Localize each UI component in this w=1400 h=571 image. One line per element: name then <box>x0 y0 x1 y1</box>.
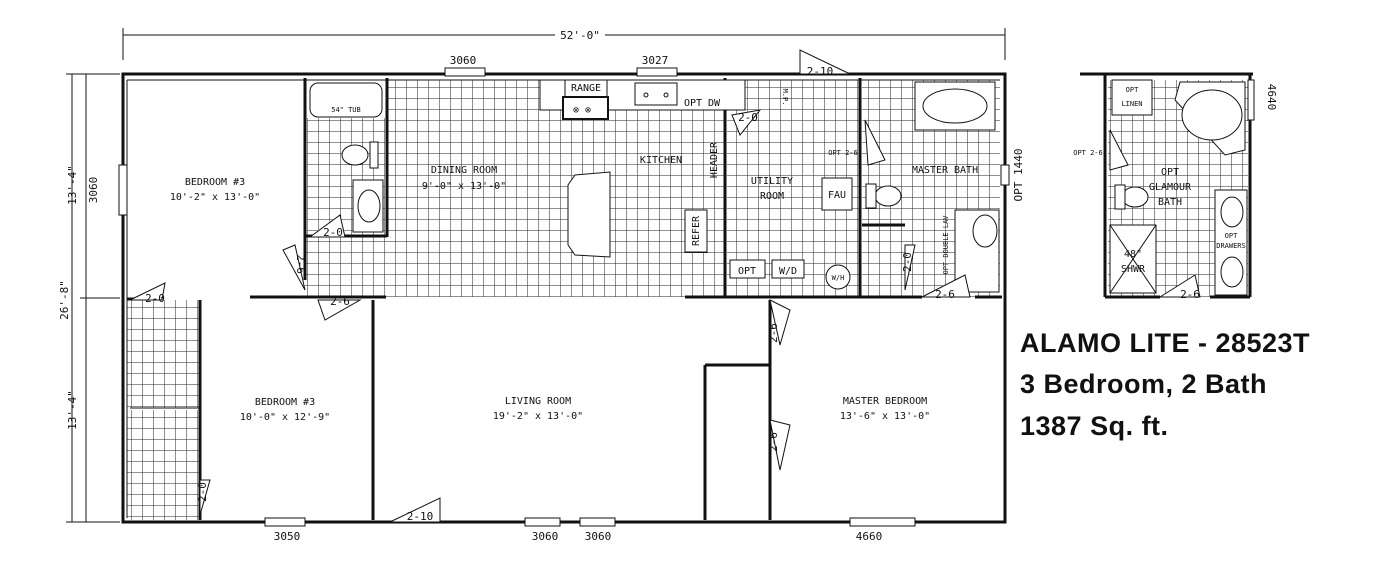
inset-shower-2: SHWR <box>1121 264 1146 275</box>
door-utility-closet: 2-0 <box>738 111 758 124</box>
window-top-kitchen: 3027 <box>642 54 669 67</box>
window-left-bedroom: 3060 <box>87 177 100 204</box>
fixtures: ⊗ ⊗ <box>309 79 1248 296</box>
inset-glamour-1: OPT <box>1161 167 1179 178</box>
door-hall: 2-6 <box>330 295 350 308</box>
door-inset: 2-6 <box>1180 288 1200 301</box>
dining-size: 9'-0" x 13'-0" <box>422 181 506 192</box>
opt-2-6-label: OPT 2-6 <box>828 149 858 157</box>
master-bedroom-name: MASTER BEDROOM <box>843 396 927 407</box>
inset-shower-1: 48" <box>1124 249 1142 260</box>
mp-label: M.P. <box>781 89 789 106</box>
refer-label: REFER <box>691 215 702 246</box>
opt-dw-label: OPT DW <box>684 98 721 109</box>
kitchen-name: KITCHEN <box>640 155 682 166</box>
bedroom-front-name: BEDROOM #3 <box>185 177 245 188</box>
windows <box>118 67 1255 527</box>
bedroom-rear-size: 10'-0" x 12'-9" <box>240 412 330 423</box>
inset-drawers-1: OPT <box>1225 232 1238 240</box>
utility-name-2: ROOM <box>760 191 784 202</box>
inset-linen-2: LINEN <box>1121 100 1142 108</box>
inset-drawers-2: DRAWERS <box>1216 242 1246 250</box>
window-top-dining: 3060 <box>450 54 477 67</box>
tile-floors <box>127 80 1248 520</box>
upper-depth: 13'-4" <box>66 165 79 205</box>
wd-label: W/D <box>779 266 797 277</box>
door-bath: 2-0 <box>323 226 343 239</box>
door-closet-front: 2-0 <box>145 292 165 305</box>
door-closet-rear: 2-0 <box>196 482 209 502</box>
door-master-bed-2: 2-6 <box>767 432 780 452</box>
door-bedroom: 2-6 <box>294 254 307 274</box>
utility-name-1: UTILITY <box>751 176 793 187</box>
window-bottom-bedroom: 3050 <box>274 530 301 543</box>
opt-double-lav-label: OPT DOUBLE LAV <box>942 215 950 275</box>
window-inset: 4640 <box>1265 84 1278 111</box>
overall-depth: 26'-8" <box>58 280 71 320</box>
inset-linen-1: OPT <box>1126 86 1139 94</box>
window-bottom-living-1: 3060 <box>532 530 559 543</box>
door-master-bath: 2-6 <box>935 288 955 301</box>
window-master-bath: OPT 1440 <box>1012 149 1025 202</box>
plan-title: ALAMO LITE - 28523T <box>1020 328 1311 358</box>
inset-glamour-2: GLAMOUR <box>1149 182 1192 193</box>
fau-label: FAU <box>828 190 846 201</box>
door-rear: 2-10 <box>407 510 434 523</box>
door-master-closet: 2-0 <box>901 252 914 272</box>
overall-width: 52'-0" <box>560 29 600 42</box>
master-bath-name: MASTER BATH <box>912 165 978 176</box>
door-swings <box>129 49 1201 523</box>
plan-subtitle: 3 Bedroom, 2 Bath <box>1020 369 1268 399</box>
opt-label: OPT <box>738 266 756 277</box>
window-bottom-living-2: 3060 <box>585 530 612 543</box>
plan-area: 1387 Sq. ft. <box>1020 411 1169 441</box>
inset-opt-door: OPT 2-6 <box>1073 149 1103 157</box>
wh-label: W/H <box>832 274 845 282</box>
tub-label: 54" TUB <box>331 106 361 114</box>
dining-name: DINING ROOM <box>431 165 497 176</box>
inset-glamour-3: BATH <box>1158 197 1182 208</box>
window-bottom-master: 4660 <box>856 530 883 543</box>
door-front: 2-10 <box>807 65 834 78</box>
master-bedroom-size: 13'-6" x 13'-0" <box>840 411 930 422</box>
bedroom-rear-name: BEDROOM #3 <box>255 397 315 408</box>
living-name: LIVING ROOM <box>505 396 571 407</box>
header-label: HEADER <box>709 141 720 178</box>
kitchen-island <box>567 171 611 258</box>
lower-depth: 13'-4" <box>66 390 79 430</box>
range-label: RANGE <box>571 83 601 94</box>
burners-icon: ⊗ ⊗ <box>573 105 591 116</box>
bedroom-front-size: 10'-2" x 13'-0" <box>170 192 260 203</box>
living-size: 19'-2" x 13'-0" <box>493 411 583 422</box>
door-master-bed-1: 2-6 <box>767 323 780 343</box>
